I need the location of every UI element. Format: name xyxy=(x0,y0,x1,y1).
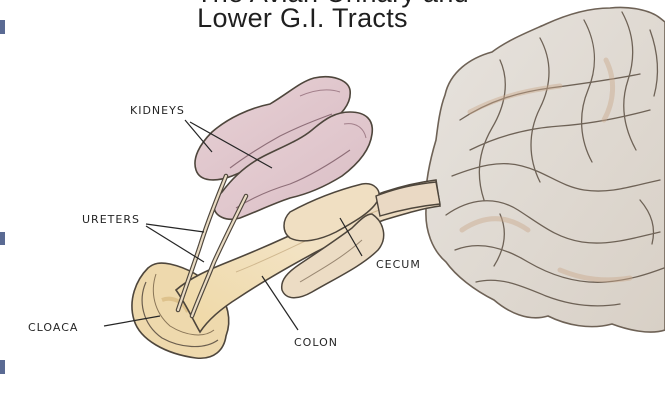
label-kidneys: KIDNEYS xyxy=(130,104,185,117)
label-colon: COLON xyxy=(294,336,338,349)
small-intestine xyxy=(426,7,665,332)
label-cloaca: CLOACA xyxy=(28,321,78,334)
label-ureters: URETERS xyxy=(82,213,140,226)
label-cecum: CECUM xyxy=(376,258,421,271)
